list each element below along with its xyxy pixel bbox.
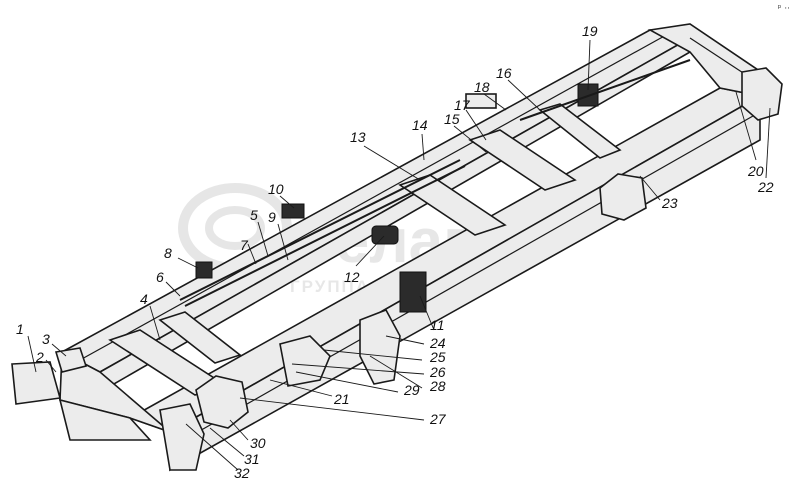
- callout-13: 13: [350, 129, 366, 145]
- callout-11: 11: [430, 317, 445, 333]
- callout-24: 24: [429, 335, 446, 351]
- callout-3: 3: [42, 331, 50, 347]
- front-cross-member: [58, 350, 171, 441]
- callout-32: 32: [234, 465, 250, 481]
- callout-30: 30: [250, 435, 266, 451]
- callout-26: 26: [429, 364, 446, 380]
- callout-23: 23: [661, 195, 678, 211]
- callout-6: 6: [156, 269, 164, 285]
- callout-leader-lines: [27, 39, 771, 471]
- callout-14: 14: [412, 117, 428, 133]
- corner-mark: ᵖ ··: [777, 4, 790, 14]
- callout-22: 22: [757, 179, 774, 195]
- callout-31: 31: [244, 451, 260, 467]
- callout-2: 2: [35, 349, 44, 365]
- callout-21: 21: [333, 391, 350, 407]
- callout-15: 15: [444, 111, 460, 127]
- callout-10: 10: [268, 181, 284, 197]
- callout-19: 19: [582, 23, 598, 39]
- callout-16: 16: [496, 65, 512, 81]
- callout-27: 27: [429, 411, 447, 427]
- callout-9: 9: [268, 209, 276, 225]
- callout-29: 29: [403, 382, 420, 398]
- callout-4: 4: [140, 291, 148, 307]
- callout-20: 20: [747, 163, 764, 179]
- spring-leaf-assembly: [179, 59, 691, 307]
- callout-5: 5: [250, 207, 258, 223]
- callout-7: 7: [240, 237, 249, 253]
- callout-18: 18: [474, 79, 490, 95]
- callout-8: 8: [164, 245, 172, 261]
- callout-1: 1: [16, 321, 24, 337]
- callout-12: 12: [344, 269, 360, 285]
- middle-cross-members: [108, 103, 622, 396]
- callout-17: 17: [454, 97, 471, 113]
- callout-28: 28: [429, 378, 446, 394]
- callout-25: 25: [429, 349, 446, 365]
